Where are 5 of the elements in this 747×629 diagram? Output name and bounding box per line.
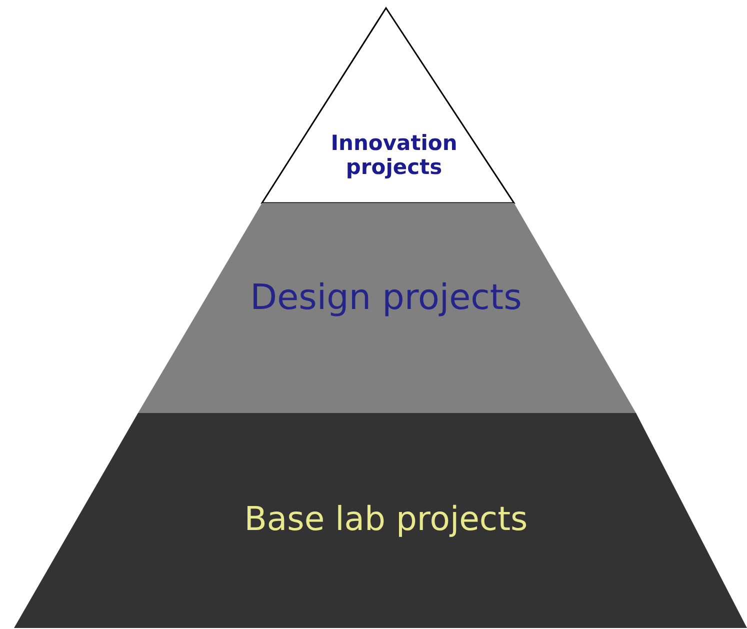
pyramid-tier <box>14 413 747 628</box>
tier-label: Base lab projects <box>243 500 529 538</box>
tier-label: Innovation projects <box>330 130 458 180</box>
pyramid-tier <box>138 203 636 413</box>
tier-label: Design projects <box>249 278 523 318</box>
